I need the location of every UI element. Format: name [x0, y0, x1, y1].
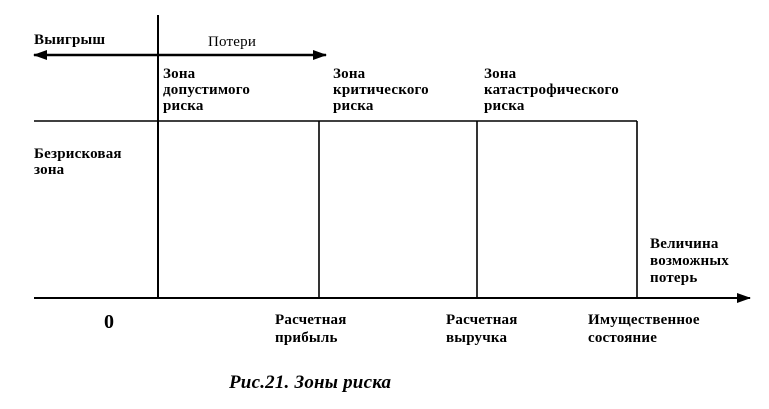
axis-label-estimated-profit: Расчетная прибыль	[275, 312, 347, 346]
zone-acceptable-risk-label: Зона допустимого риска	[163, 66, 251, 114]
zone-critical-risk-label: Зона критического риска	[333, 66, 429, 114]
axis-label-estimated-revenue: Расчетная выручка	[446, 312, 518, 346]
zone-catastrophic-risk-label: Зона катастрофического риска	[484, 66, 619, 114]
figure-caption: Рис.21. Зоны риска	[229, 372, 392, 393]
gain-label: Выигрыш	[34, 32, 106, 48]
loss-label: Потери	[208, 34, 257, 50]
axis-label-zero: 0	[104, 311, 115, 333]
riskless-zone-label: Безрисковая зона	[34, 146, 122, 178]
loss-magnitude-label: Величина возможных потерь	[650, 236, 729, 286]
axis-label-property-status: Имущественное состояние	[588, 312, 700, 346]
